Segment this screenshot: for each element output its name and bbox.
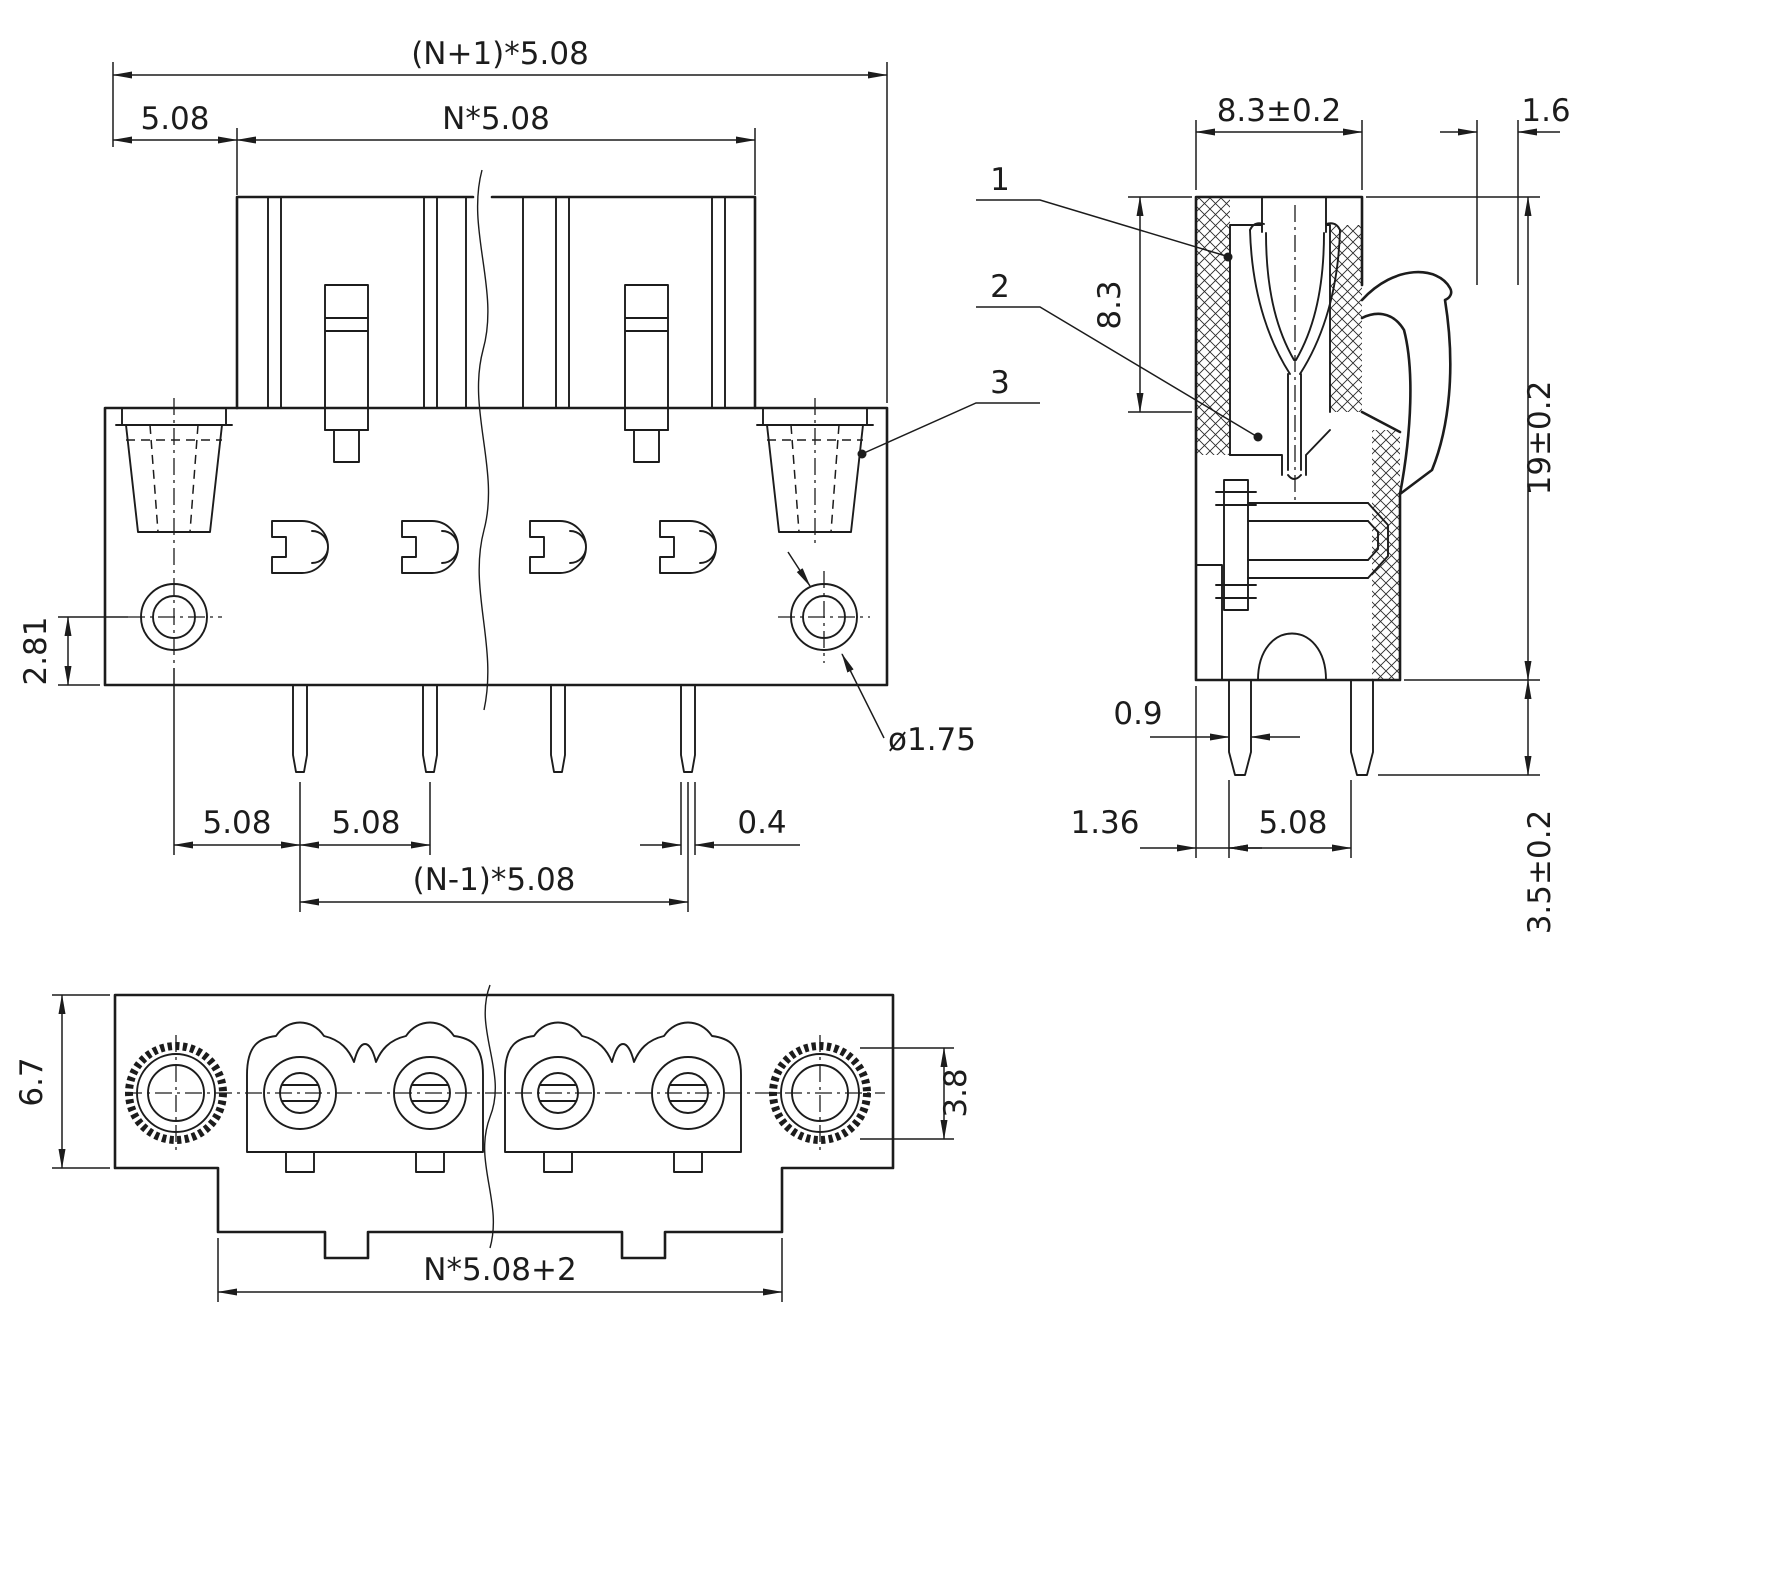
callout-1-label: 1: [990, 162, 1010, 198]
front-dim-bottom: 5.08 5.08 (N-1)*5.08 0.4: [173, 668, 800, 912]
side-body-outline: [1194, 195, 1453, 682]
dim-pin-width: 0.4: [737, 805, 786, 841]
bottom-dim-pocket: 3.8: [860, 1047, 974, 1140]
callout-1: 1: [976, 162, 1233, 262]
dim-pin-span: (N-1)*5.08: [413, 862, 576, 898]
front-side-latch-left: [115, 398, 233, 665]
front-view: (N+1)*5.08 5.08 N*5.08 2.81 5.08 5.08 (N…: [18, 36, 976, 912]
side-callouts: 1 2 3: [857, 162, 1263, 459]
dim-cavity-depth: 8.3: [1092, 280, 1128, 329]
bottom-body-outline: [113, 993, 895, 1260]
side-view: 1 2 3 8.3±0.2 1.6: [857, 93, 1571, 935]
side-dim-height: 19±0.2 3.5±0.2: [1366, 196, 1558, 935]
side-latch-arm: [1360, 270, 1453, 496]
side-contact-cavity: [1229, 196, 1341, 500]
dim-hole-to-bottom: 2.81: [18, 616, 54, 685]
side-dim-latch: 1.6: [1440, 93, 1571, 285]
side-dim-width: 8.3±0.2: [1195, 93, 1363, 190]
callout-3-label: 3: [990, 365, 1010, 401]
bottom-dim-flange: N*5.08+2: [217, 1238, 783, 1302]
dim-side-pin-pitch: 5.08: [1258, 805, 1327, 841]
front-dim-hole-height: 2.81: [18, 616, 128, 686]
callout-2-dot: [1253, 432, 1263, 442]
front-plug-section: [235, 195, 757, 463]
callout-3: 3: [857, 365, 1040, 459]
callout-3-dot: [857, 449, 867, 459]
dim-pin-pitch-a: 5.08: [202, 805, 271, 841]
side-dim-cavity: 8.3: [1092, 196, 1192, 413]
dim-pin-length: 3.5±0.2: [1522, 810, 1558, 935]
dim-plug-width: N*5.08: [442, 101, 550, 137]
dim-body-width: 8.3±0.2: [1217, 93, 1342, 129]
front-mounting-hole-left: [128, 583, 222, 651]
dim-edge-to-pin: 1.36: [1070, 805, 1139, 841]
front-dim-hole-diameter: ø1.75: [787, 551, 976, 758]
dim-pocket-depth: 3.8: [938, 1068, 974, 1117]
dim-overall-height: 19±0.2: [1522, 381, 1558, 496]
dim-pin-pitch-b: 5.08: [331, 805, 400, 841]
side-dim-bottom: 1.36 5.08: [1070, 686, 1352, 858]
side-clamp-mechanism: [1215, 479, 1389, 681]
side-dim-pin-thickness: 0.9: [1113, 696, 1300, 741]
callout-2-label: 2: [990, 269, 1010, 305]
dim-latch-thickness: 1.6: [1521, 93, 1570, 129]
front-mounting-hole-right: [778, 571, 870, 663]
side-spring-contact: [1249, 222, 1341, 471]
bottom-dim-depth: 6.7: [14, 994, 110, 1169]
front-latch-tab-left: [324, 284, 369, 463]
bottom-break-line: [483, 984, 496, 1249]
bottom-terminal-pockets: [246, 1021, 742, 1173]
callout-1-dot: [1223, 252, 1233, 262]
front-dim-top: (N+1)*5.08 5.08 N*5.08: [112, 36, 888, 403]
side-solder-pins: [1228, 679, 1374, 776]
callout-2: 2: [976, 269, 1263, 442]
side-hatching: [1196, 197, 1400, 680]
dim-hole-diameter: ø1.75: [888, 722, 976, 758]
front-housing: [103, 406, 889, 687]
front-solder-pins: [292, 684, 696, 773]
dim-overall-width: (N+1)*5.08: [411, 36, 589, 72]
front-break-line: [476, 169, 490, 711]
dim-flange-width: N*5.08+2: [423, 1252, 576, 1288]
dim-body-depth: 6.7: [14, 1057, 50, 1106]
dim-left-offset: 5.08: [140, 101, 209, 137]
front-latch-tab-right: [624, 284, 669, 463]
bottom-view: 6.7 3.8 N*5.08+2: [14, 984, 974, 1302]
front-terminal-openings: [271, 520, 717, 574]
dim-pin-thickness: 0.9: [1113, 696, 1162, 732]
front-side-latch-right: [756, 398, 874, 545]
